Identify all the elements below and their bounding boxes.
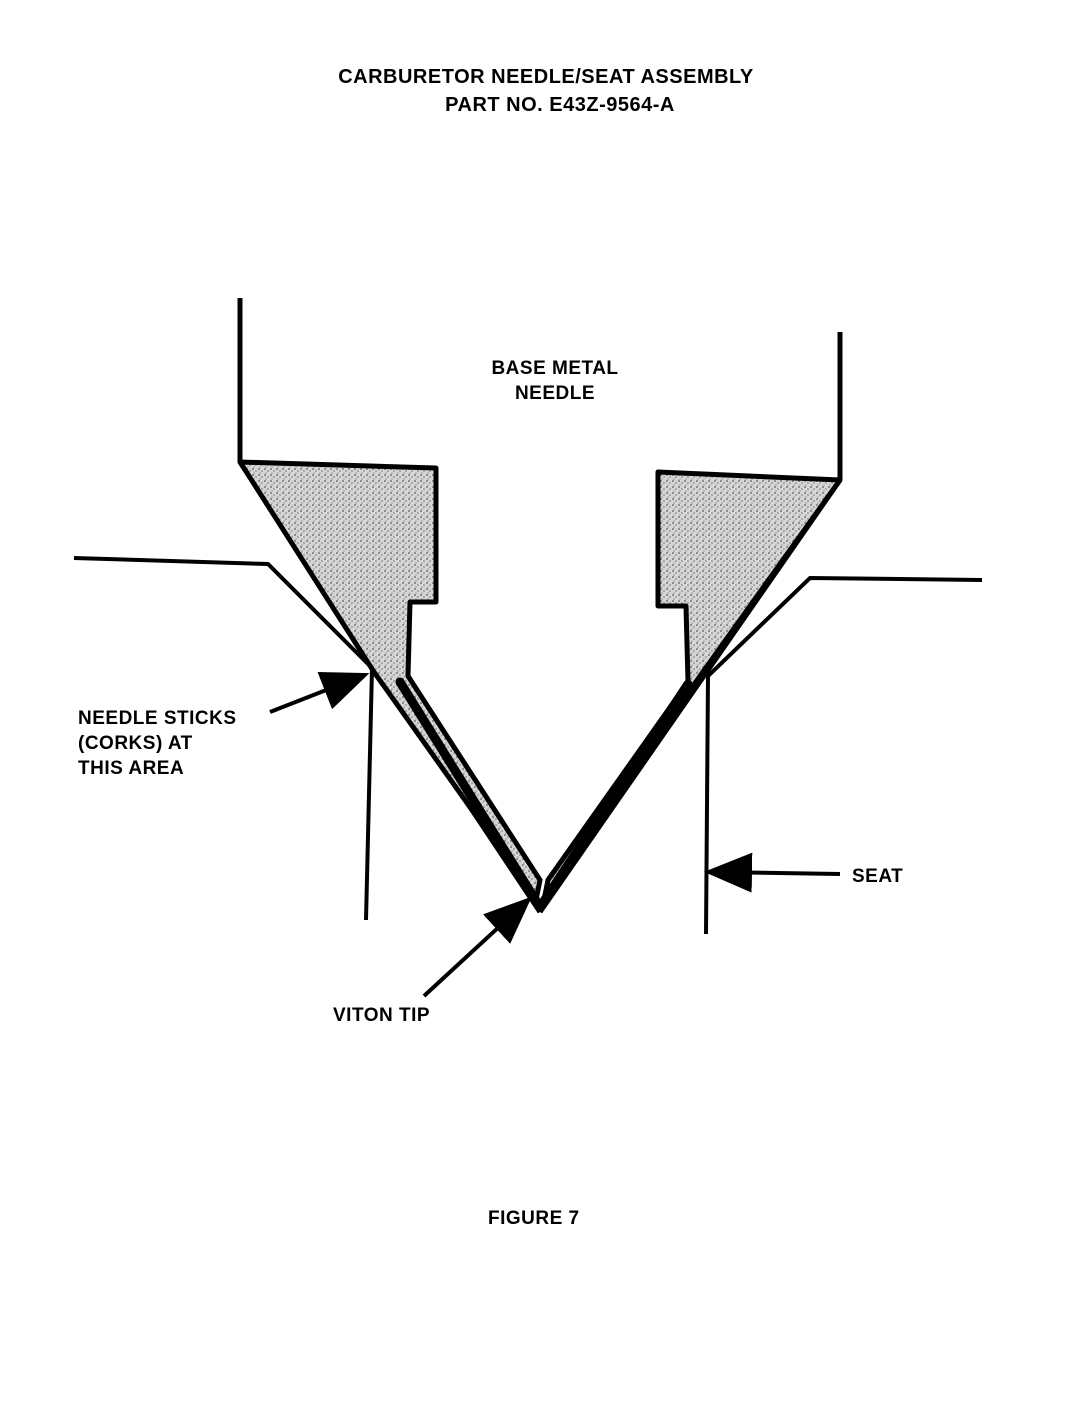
leader-lines bbox=[269, 671, 841, 998]
base-metal-needle-label: BASE METAL NEEDLE bbox=[491, 358, 619, 404]
seat-leader bbox=[704, 852, 841, 893]
diagram-title: CARBURETOR NEEDLE/SEAT ASSEMBLY bbox=[338, 66, 754, 88]
viton-tip-label: VITON TIP bbox=[333, 1005, 431, 1026]
viton-tip-leader bbox=[422, 896, 532, 998]
needle-sticks-leader bbox=[269, 671, 370, 714]
figure-caption: FIGURE 7 bbox=[488, 1208, 580, 1229]
viton-tip-strip bbox=[395, 677, 693, 909]
part-number: PART NO. E43Z-9564-A bbox=[445, 94, 675, 116]
seat-label: SEAT bbox=[852, 866, 904, 887]
needle-sticks-label: NEEDLE STICKS (CORKS) AT THIS AREA bbox=[78, 708, 237, 779]
seat bbox=[73, 556, 983, 935]
